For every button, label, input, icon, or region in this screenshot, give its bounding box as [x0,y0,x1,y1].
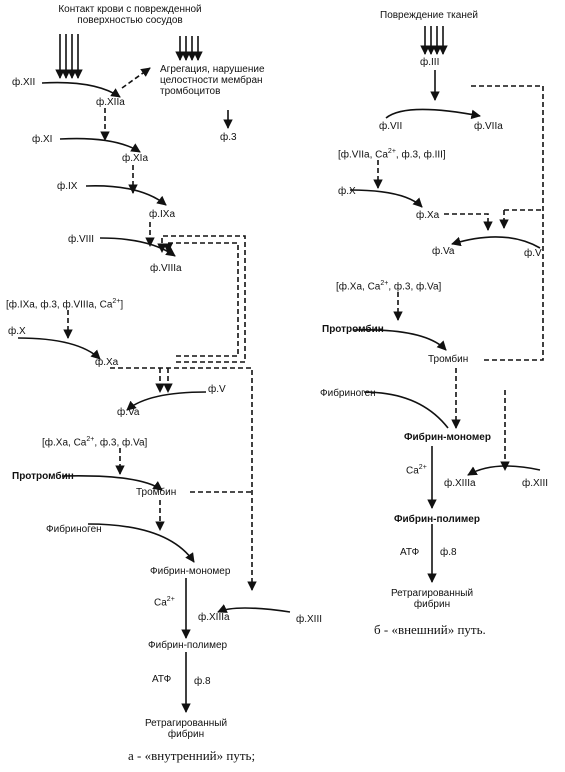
prothrombinase-complex-right: [ф.Xa, Ca2+, ф.3, ф.Va] [336,280,442,293]
extrinsic-thrombin: Тромбин [428,354,469,365]
intrinsic-retracted-line2: фибрин [167,729,205,740]
stimulus-arrows-left [55,34,83,79]
extrinsic-f13a: ф.XIIIa [444,478,476,489]
intrinsic-f5a: ф.Va [117,407,140,418]
arc-f5-right [451,236,541,249]
intrinsic-f13: ф.XIII [296,614,323,625]
intrinsic-f8a: ф.VIIIa [150,263,182,274]
xa-dashed-right [110,367,257,591]
thrombin-feedback-f8 [157,235,246,363]
intrinsic-f12: ф.XII [12,77,36,88]
intrinsic-f8-stab: ф.8 [194,676,211,687]
arc-fibrinogen-right [363,391,449,429]
intrinsic-f9a: ф.IXa [149,209,176,220]
arc-f11 [59,137,141,153]
thrombin-feedback-right [470,85,544,361]
extrinsic-f7: ф.VII [379,121,403,132]
intrinsic-fibrinogen: Фибриноген [46,524,102,535]
intrinsic-fibrin-monomer: Фибрин-мономер [150,566,231,577]
extrinsic-f7a: ф.VIIa [474,121,503,132]
platelet-arrows [175,36,203,61]
arc-prothrombin [61,474,163,491]
intrinsic-fibrin-polymer: Фибрин-полимер [148,640,228,651]
arc-fibrinogen [87,523,195,563]
extrinsic-atp: АТФ [400,547,420,558]
arc-f9 [85,185,167,206]
arc-f12 [41,81,121,98]
arc-f7 [385,108,481,120]
extrinsic-ca: Ca2+ [406,464,427,477]
platelet-line1: Агрегация, нарушение [160,64,265,75]
arc-f13-right [467,465,541,476]
prothrombinase-complex-left: [ф.Xa, Ca2+, ф.3, ф.Va] [42,436,148,449]
arc-f8 [99,237,176,257]
intrinsic-retracted: Ретрагированный фибрин [136,718,236,740]
extrinsic-f3: ф.III [420,57,440,68]
extrinsic-retracted: Ретрагированный фибрин [382,588,482,610]
extrinsic-f8-stab: ф.8 [440,547,457,558]
thrombin-feedback-f8-inner [163,242,239,357]
stimulus-arrows-right [420,26,448,55]
intrinsic-ca: Ca2+ [154,596,175,609]
extrinsic-fibrin-polymer: Фибрин-полимер [394,514,480,525]
intrinsic-f5: ф.V [208,384,226,395]
intrinsic-f9: ф.IX [57,181,78,192]
extrinsic-f10a: ф.Xa [416,210,440,221]
intrinsic-f8: ф.VIII [68,234,95,245]
arc-f10 [17,337,101,360]
intrinsic-f11: ф.XI [32,134,53,145]
platelet-line3: тромбоцитов [160,86,221,97]
intrinsic-thrombin: Тромбин [136,487,177,498]
intrinsic-pathway [17,34,291,713]
tenase-complex: [ф.IXa, ф.3, ф.VIIIa, Ca2+] [6,298,124,311]
xa-to-f5-dashed [444,213,493,231]
extrinsic-f5: ф.V [524,248,542,259]
intrinsic-atp: АТФ [152,674,172,685]
platelet-line2: целостности мембран [160,75,263,86]
arc-f10-right [349,189,423,208]
intrinsic-f11a: ф.XIa [122,153,149,164]
intrinsic-f10a: ф.Xa [95,357,119,368]
extrinsic-fibrin-monomer: Фибрин-мономер [404,432,491,443]
extrinsic-caption: б - «внешний» путь. [374,622,486,637]
extrinsic-f10: ф.X [338,186,356,197]
intrinsic-prothrombin: Протромбин [12,471,74,482]
f12a-to-platelet-dashed [121,67,151,89]
extrinsic-fibrinogen: Фибриноген [320,388,376,399]
arc-prothrombin-right [353,329,447,351]
extrinsic-stimulus: Повреждение тканей [380,10,479,21]
arc-f13 [217,604,291,613]
intrinsic-stimulus-line2: поверхностью сосудов [77,15,183,26]
extrinsic-retracted-line1: Ретрагированный [390,588,474,599]
intrinsic-f3: ф.3 [220,132,237,143]
extrinsic-prothrombin: Протромбин [322,324,384,335]
intrinsic-stimulus: Контакт крови с поврежденной поверхность… [40,4,220,26]
intrinsic-caption: а - «внутренний» путь; [128,748,256,763]
intrinsic-f10: ф.X [8,326,26,337]
extrinsic-f13: ф.XIII [522,478,549,489]
intrinsic-retracted-line1: Ретрагированный [144,718,228,729]
arc-f5 [126,391,207,411]
extrinsic-retracted-line2: фибрин [413,599,451,610]
intrinsic-f12a: ф.XIIa [96,97,125,108]
intrinsic-f13a: ф.XIIIa [198,612,230,623]
intrinsic-stimulus-line1: Контакт крови с поврежденной [58,4,202,15]
extrinsic-complex: [ф.VIIa, Ca2+, ф.3, ф.III] [338,148,446,161]
platelet-label: Агрегация, нарушение целостности мембран… [160,64,265,97]
extrinsic-pathway [349,26,544,583]
extrinsic-f5a: ф.Va [432,246,455,257]
